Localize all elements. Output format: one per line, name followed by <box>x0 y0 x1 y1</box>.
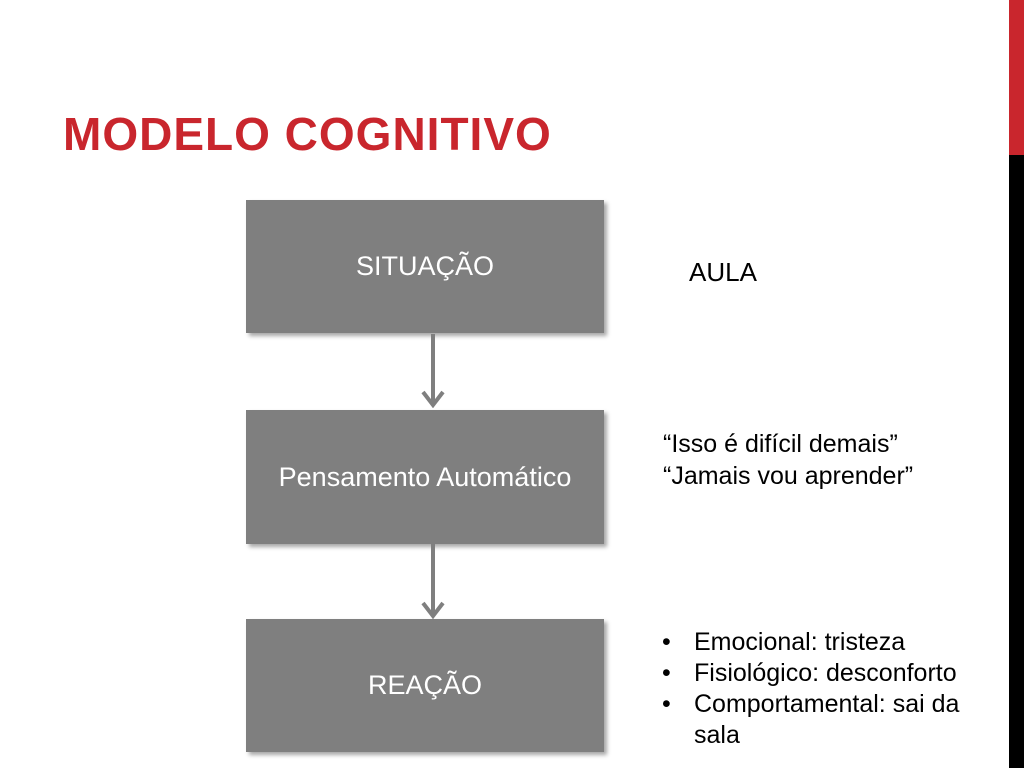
accent-bar-black <box>1009 155 1024 768</box>
flow-box-label: REAÇÃO <box>367 670 483 700</box>
flow-box-label: Pensamento Automático <box>278 461 572 492</box>
flow-box-pensamento-automatico: Pensamento Automático <box>246 410 604 544</box>
reaction-bullet-item: Fisiológico: desconforto <box>660 658 960 689</box>
flow-box-label: SITUAÇÃO <box>355 251 495 281</box>
accent-bar-red <box>1009 0 1024 155</box>
thought-quote-line: “Isso é difícil demais” <box>663 430 898 458</box>
thought-quote-line: “Jamais vou aprender” <box>663 462 914 490</box>
slide-title: MODELO COGNITIVO <box>63 108 552 160</box>
flow-arrow-icon <box>419 334 447 408</box>
flow-arrow-icon <box>419 544 447 619</box>
situation-example-note: AULA <box>689 257 757 287</box>
flow-box-reacao: REAÇÃO <box>246 619 604 752</box>
flow-box-situacao: SITUAÇÃO <box>246 200 604 333</box>
thought-quotes: “Isso é difícil demais” “Jamais vou apre… <box>663 428 913 492</box>
reaction-bullet-list: Emocional: tristeza Fisiológico: desconf… <box>660 627 960 751</box>
reaction-bullet-item: Comportamental: sai da sala <box>660 689 960 751</box>
reaction-bullet-item: Emocional: tristeza <box>660 627 960 658</box>
